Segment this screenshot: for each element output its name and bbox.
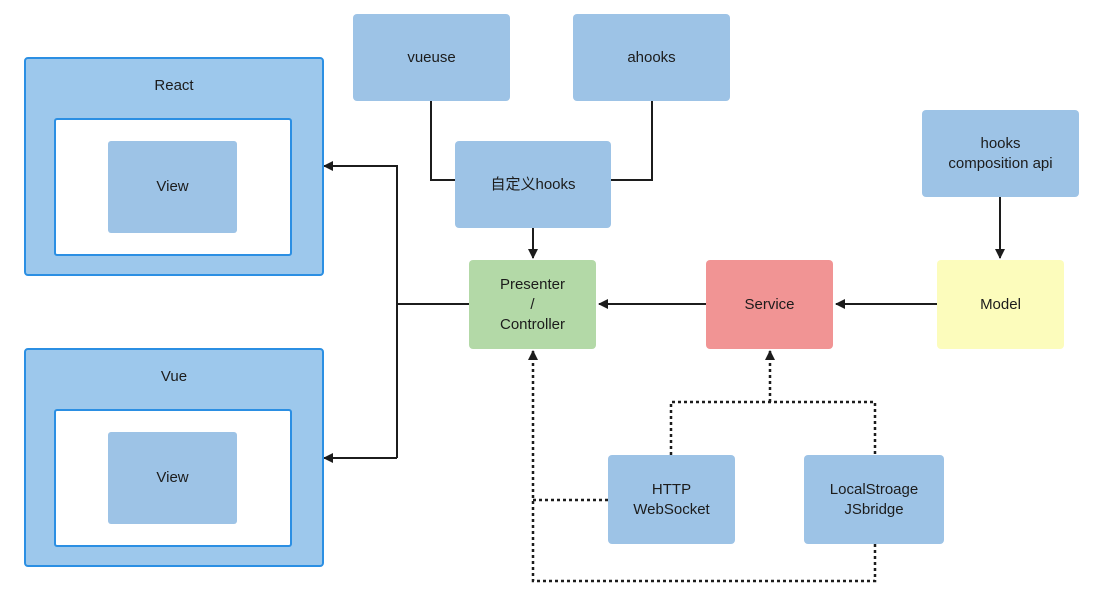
http-to-service-dotted-line (669, 400, 877, 455)
controller-label: Controller (499, 315, 566, 333)
ahooks-label: ahooks (627, 48, 676, 66)
presenter-slash: / (530, 295, 535, 313)
vue-view-box: View (108, 432, 237, 524)
custom-hooks-box: 自定义hooks (455, 141, 611, 228)
presenter-label: Presenter (499, 275, 566, 293)
http-label: HTTP (651, 480, 692, 498)
http-websocket-box: HTTP WebSocket (608, 455, 735, 544)
composition-api-label: composition api (948, 154, 1053, 172)
react-view-label: View (156, 178, 189, 195)
react-title: React (154, 77, 194, 94)
model-box: Model (937, 260, 1064, 349)
react-frame: React View (24, 57, 324, 276)
ahooks-box: ahooks (573, 14, 730, 101)
service-box: Service (706, 260, 833, 349)
react-inner-panel: View (54, 118, 292, 256)
service-label: Service (744, 295, 795, 313)
local-to-presenter-dotted-arrow (528, 350, 877, 583)
react-view-box: View (108, 141, 237, 233)
presenter-controller-box: Presenter / Controller (469, 260, 596, 349)
custom-hooks-label: 自定义hooks (490, 175, 576, 193)
ahooks-to-custom-hooks-line (611, 101, 653, 181)
vue-title: Vue (160, 368, 188, 385)
vueuse-box: vueuse (353, 14, 510, 101)
vueuse-to-custom-hooks-line (430, 101, 455, 181)
to-react-arrow (323, 161, 398, 458)
hooks-composition-api-box: hooks composition api (922, 110, 1079, 197)
vue-view-label: View (156, 469, 189, 486)
vue-inner-panel: View (54, 409, 292, 547)
localstorage-label: LocalStroage (829, 480, 919, 498)
websocket-label: WebSocket (633, 500, 710, 518)
localstorage-jsbridge-box: LocalStroage JSbridge (804, 455, 944, 544)
hooks-label: hooks (980, 134, 1021, 152)
jsbridge-label: JSbridge (844, 500, 904, 518)
vueuse-label: vueuse (407, 48, 456, 66)
vue-frame: Vue View (24, 348, 324, 567)
model-label: Model (980, 295, 1021, 313)
